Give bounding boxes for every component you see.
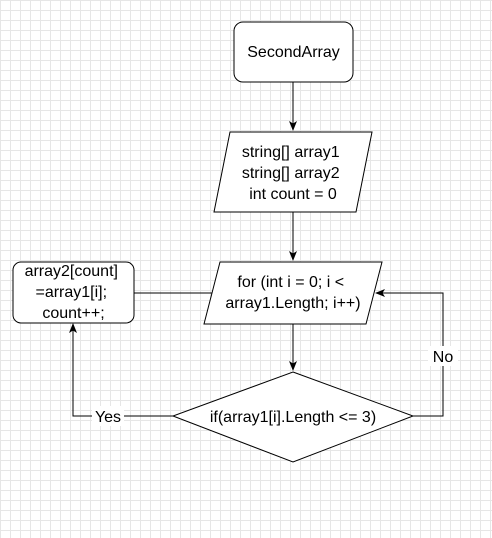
- condition-node-label: if(array1[i].Length <= 3): [210, 409, 376, 426]
- start-node-label: SecondArray: [247, 44, 340, 61]
- yes-label-bg: [92, 406, 124, 426]
- start-node[interactable]: SecondArray: [233, 21, 354, 83]
- assign-node-label: array2[count] =array1[i]; count++;: [25, 263, 123, 322]
- assign-node[interactable]: array2[count] =array1[i]; count++;: [12, 261, 135, 324]
- no-label-bg: [428, 346, 458, 366]
- declare-node-label: string[] array1 string[] array2 int coun…: [242, 144, 344, 203]
- condition-node[interactable]: if(array1[i].Length <= 3): [171, 371, 415, 463]
- no-label: No: [433, 349, 454, 366]
- edge-labels: Yes No: [92, 346, 458, 426]
- loop-node[interactable]: for (int i = 0; i < array1.Length; i++): [203, 261, 383, 325]
- edge-condition-yes-to-assign: [69, 323, 173, 417]
- declare-node[interactable]: string[] array1 string[] array2 int coun…: [213, 131, 373, 213]
- yes-label: Yes: [95, 409, 121, 426]
- loop-node-label: for (int i = 0; i < array1.Length; i++): [225, 274, 360, 312]
